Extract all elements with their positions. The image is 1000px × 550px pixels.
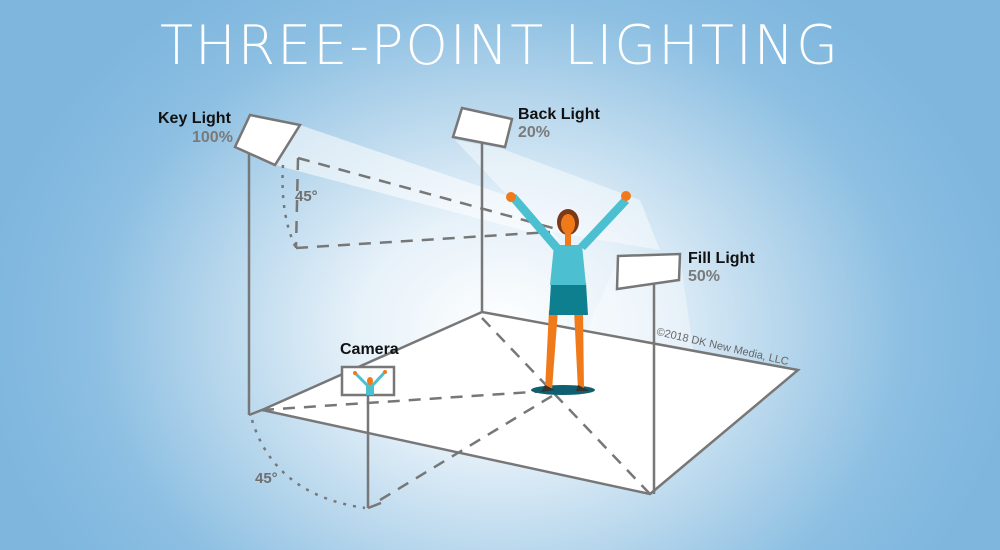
camera-angle-arc [250,419,366,510]
key-light-intensity: 100% [192,129,233,146]
subject-figure [506,191,631,395]
key-angle-arc [281,164,298,249]
floor-left-dash [261,388,563,412]
key-to-subject-line [297,156,561,232]
back-light-label: Back Light [518,106,600,123]
fill-light-label: Fill Light [688,250,755,267]
key-drop-line [294,157,300,249]
fill-light-fixture[interactable] [615,252,682,291]
camera-dash [379,388,563,502]
back-light-fixture[interactable] [451,106,514,149]
camera-preview-figure [353,370,387,395]
floor [258,310,801,496]
key-base-line [295,230,551,250]
back-light-intensity: 20% [518,124,551,141]
camera-angle-label: 45° [255,470,278,487]
key-light-fixture[interactable] [233,113,303,167]
camera-floor-tick [367,501,382,510]
blouse [550,245,586,285]
key-light-label: Key Light [158,110,231,127]
left-arm [510,194,560,250]
key-floor-tick [248,408,263,417]
right-arm [578,197,629,250]
page-title: THREE-POINT LIGHTING [160,14,840,77]
camera-label: Camera [340,341,399,358]
key-angle-label: 45° [295,188,318,205]
fill-light-intensity: 50% [688,268,721,285]
skirt [549,283,588,315]
face [561,214,575,234]
